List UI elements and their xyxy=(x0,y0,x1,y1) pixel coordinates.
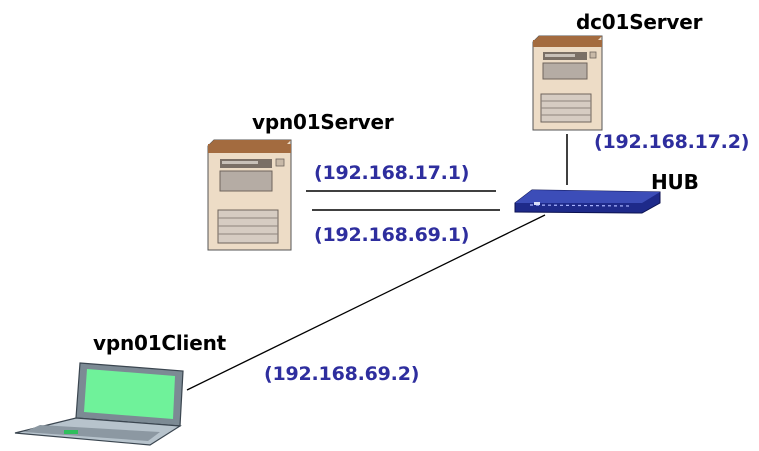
vpn-server-label: vpn01Server xyxy=(252,110,394,134)
dc-server-icon xyxy=(532,35,603,131)
connections xyxy=(186,134,568,391)
hub-icon xyxy=(514,189,661,214)
hub-label: HUB xyxy=(651,170,699,194)
vpn-server-external-ip-label: (192.168.69.1) xyxy=(314,224,470,246)
vpn-client-label: vpn01Client xyxy=(93,331,226,355)
vpn-client-ip-label: (192.168.69.2) xyxy=(264,363,420,385)
vpn-server-icon xyxy=(207,139,292,251)
laptop-icon xyxy=(14,362,184,446)
line-client-to-hub xyxy=(186,214,546,391)
dc-server-label: dc01Server xyxy=(576,10,703,34)
dc-server-ip-label: (192.168.17.2) xyxy=(594,131,750,153)
vpn-server-internal-ip-label: (192.168.17.1) xyxy=(314,162,470,184)
